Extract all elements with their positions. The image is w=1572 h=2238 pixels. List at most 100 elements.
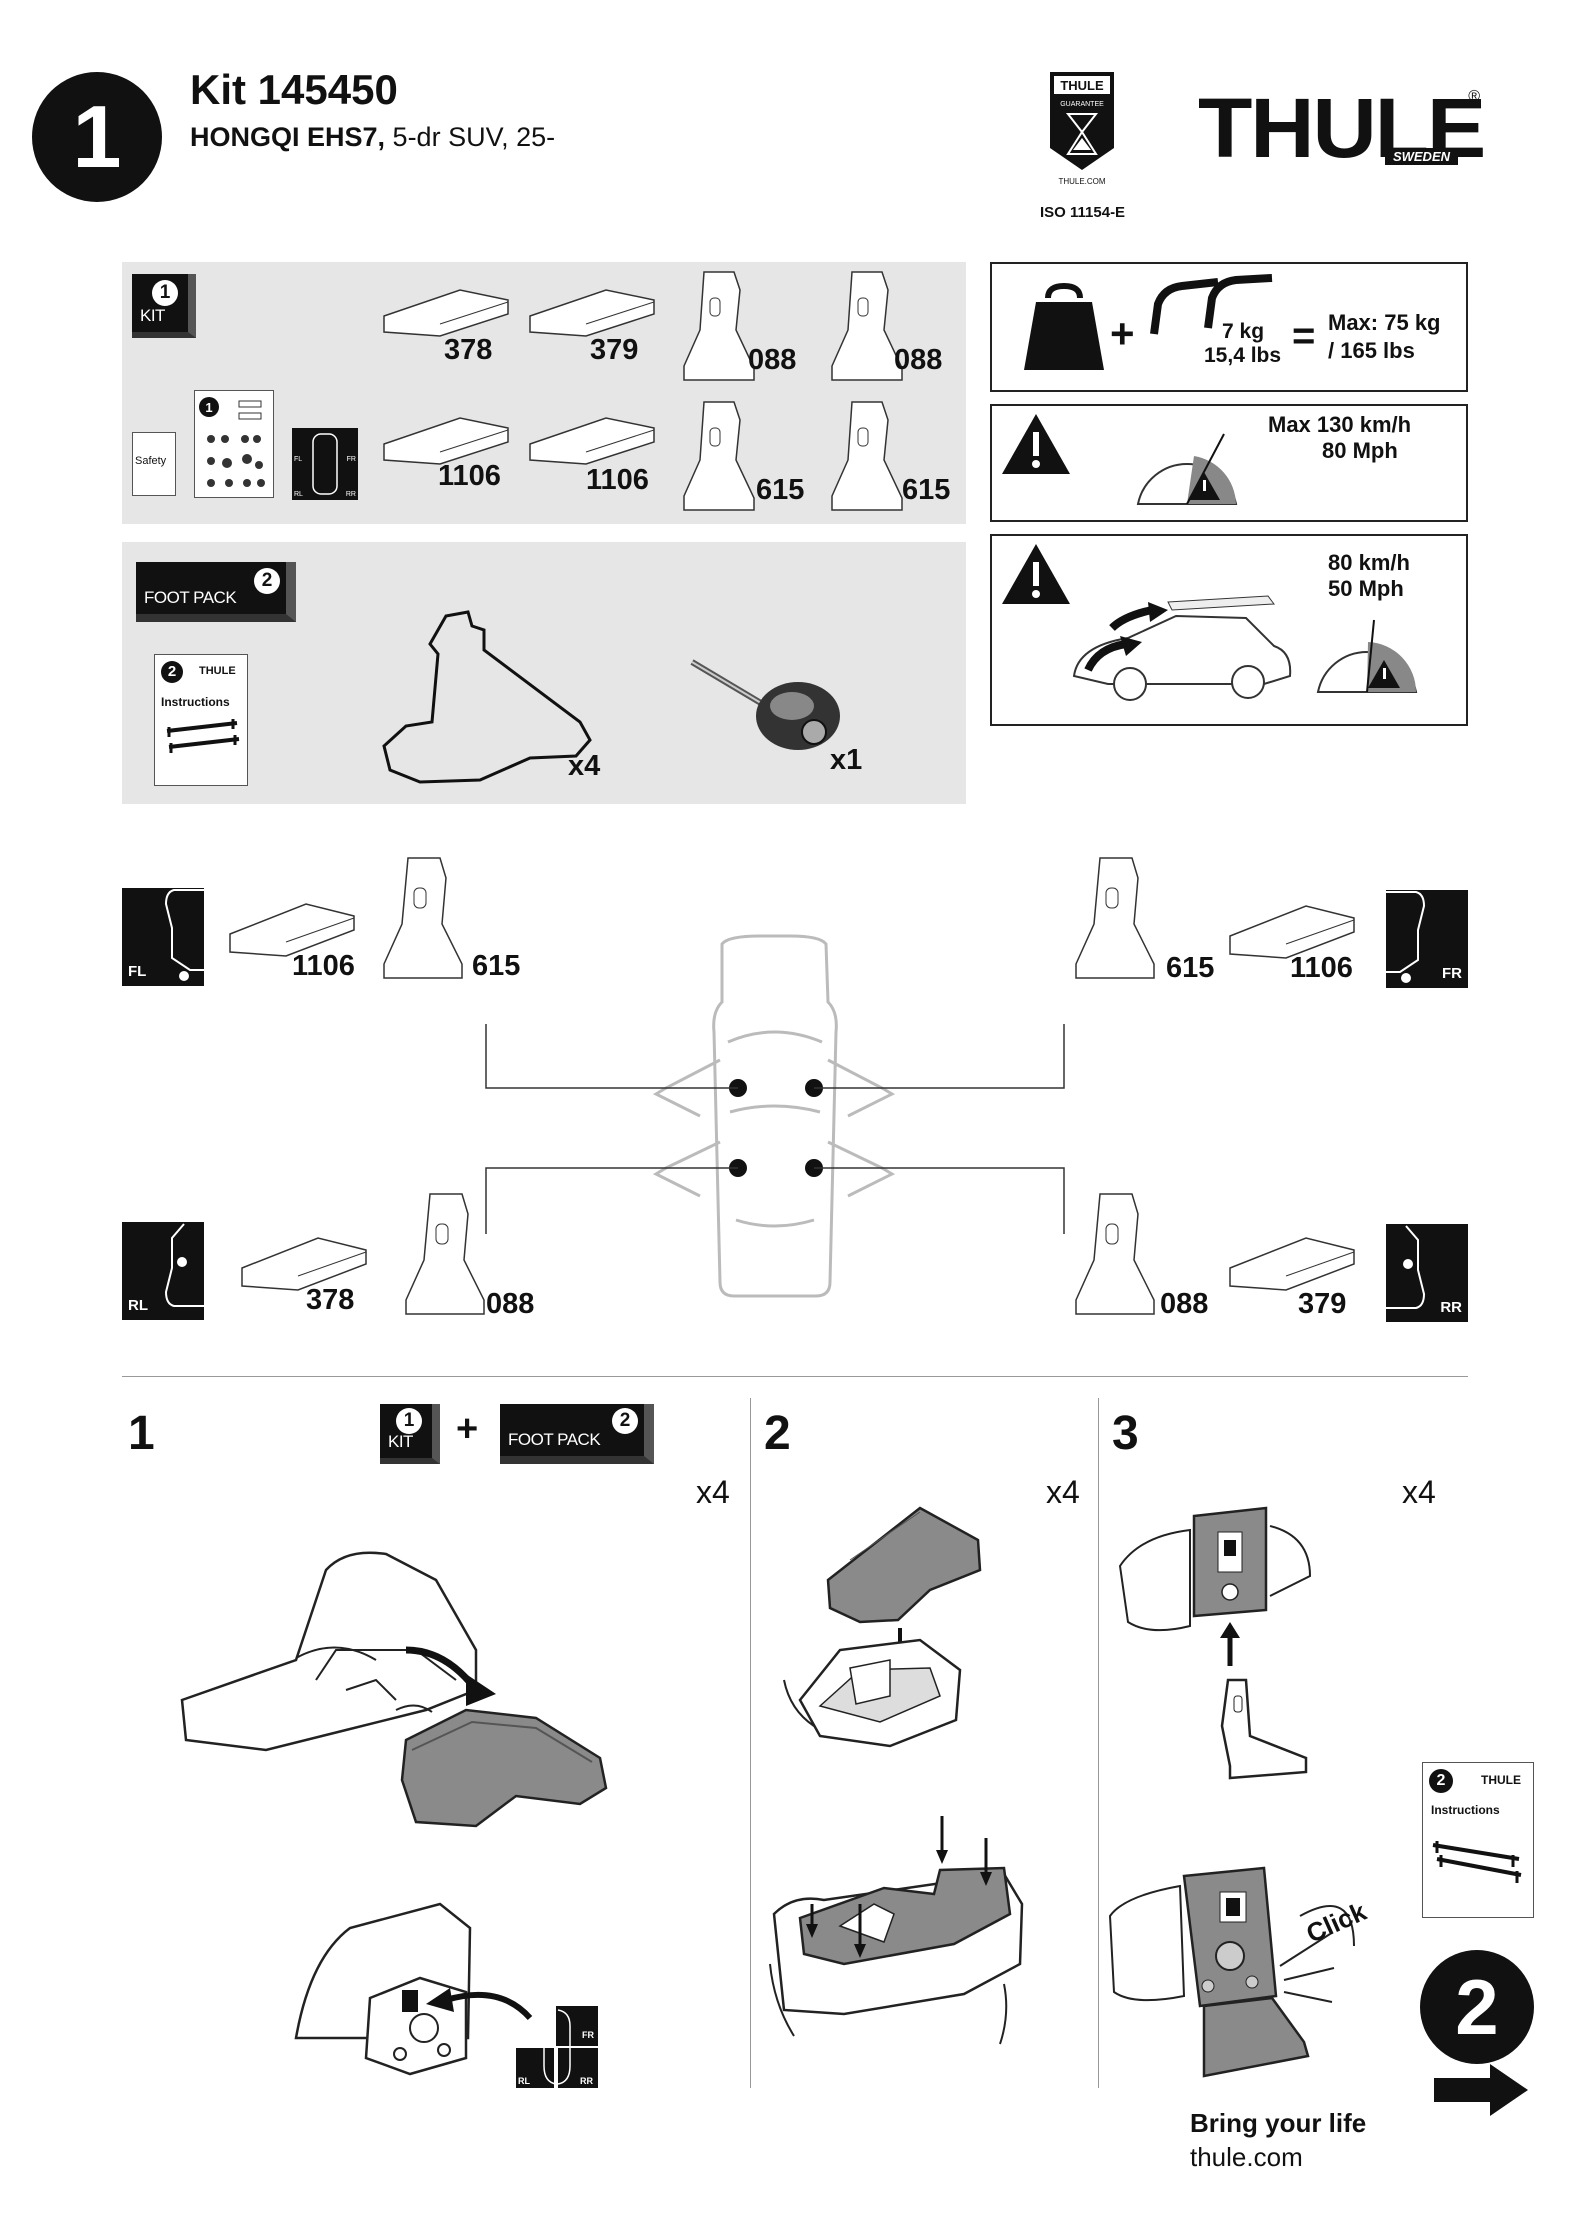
part-378: 378 (444, 334, 493, 366)
foot-pack-number: 2 (254, 568, 280, 594)
svg-text:THULE.COM: THULE.COM (1058, 177, 1105, 186)
foot-instr-label: Instructions (161, 695, 230, 709)
step-3-number: 3 (1112, 1407, 1139, 1460)
part-1106-b: 1106 (586, 464, 649, 496)
car-wash-gate-icon (1072, 595, 1292, 701)
part-088-a: 088 (748, 344, 797, 376)
position-fr-box: FR (1386, 890, 1468, 988)
position-rl-box: RL (122, 1222, 204, 1320)
next-arrow-icon[interactable] (1432, 2062, 1530, 2118)
step-2-pad-insert-illustration (783, 1506, 982, 1748)
rr-pad-number: 379 (1298, 1288, 1347, 1320)
safety-leaflet: Safety (132, 432, 176, 496)
part-1106-a: 1106 (438, 460, 501, 492)
step-1-position-map: FR RL RR (516, 2006, 598, 2088)
pad-1106-b-icon (529, 417, 655, 465)
instruction-sheet-icon: 1 (199, 397, 265, 487)
step-2-pad-seat-illustration (769, 1816, 1024, 2045)
pad-378-icon (383, 289, 509, 337)
car-top-icon (312, 433, 338, 495)
kit-instruction-sheet: 1 (194, 390, 274, 498)
foot-088-a-icon (683, 271, 755, 381)
vehicle-line: HONGQI EHS7, 5-dr SUV, 25- (190, 122, 555, 153)
gate-speed-kmh: 80 km/h (1328, 550, 1410, 575)
foot-fr-icon (1075, 857, 1155, 979)
next-instr-number: 2 (1429, 1769, 1453, 1793)
foot-rl-icon (405, 1193, 485, 1315)
foot-088-b-icon (831, 271, 903, 381)
foot-pack-label: FOOT PACK (144, 588, 237, 607)
rl-foot-number: 088 (486, 1288, 535, 1320)
foot-pack-panel: 2 FOOT PACK 2 THULE Instructions x4 x1 (122, 542, 966, 804)
bar-weight-lbs: 15,4 lbs (1204, 344, 1282, 367)
guarantee-seal: THULE GUARANTEE THULE.COM ISO 11154-E (1040, 70, 1125, 221)
car-rear-left-icon (164, 1223, 204, 1307)
step-1-kit-label: KIT (388, 1432, 413, 1451)
tool-qty: x1 (830, 744, 863, 776)
step-badge: 1 (32, 72, 162, 202)
speedometer-icon (1136, 433, 1238, 505)
position-fl-label: FL (128, 963, 147, 980)
kit-map-fl: FL (294, 456, 303, 463)
part-615-b: 615 (902, 474, 951, 506)
foot-pack-instructions: 2 THULE Instructions (154, 654, 248, 786)
kit-title: Kit 145450 (190, 66, 398, 113)
step-1-plus: + (456, 1408, 479, 1450)
kit-panel: 1 KIT Safety 1 FL FR RL RR 378 379 08 (122, 262, 966, 524)
car-rear-right-icon (1386, 1225, 1426, 1309)
safety-label: Safety (135, 455, 167, 467)
step-3-foot-attach-illustration (1118, 1506, 1312, 1780)
speedometer-icon (1316, 619, 1418, 693)
step-1-kit-number: 1 (396, 1408, 422, 1434)
fl-pad-number: 1106 (292, 950, 355, 982)
footer-site[interactable]: thule.com (1190, 2142, 1303, 2172)
car-corners-icon (543, 2009, 571, 2085)
pad-rr-icon (1229, 1237, 1355, 1291)
next-instr-brand: THULE (1481, 1773, 1521, 1787)
kit-map-rl: RL (294, 491, 303, 498)
iso-label: ISO 11154-E (1040, 204, 1126, 221)
step-badge-number: 1 (72, 87, 122, 186)
pad-fl-icon (229, 903, 355, 957)
step-1-map-rl: RL (518, 2076, 530, 2086)
roof-bars-icon (166, 719, 240, 753)
foot-fl-icon (383, 857, 463, 979)
logo-registered: ® (1468, 88, 1480, 105)
warning-icon (1002, 414, 1070, 474)
step-2-number: 2 (764, 1407, 791, 1460)
tool-key-icon (690, 659, 840, 750)
load-plus: + (1110, 310, 1135, 357)
step-1-pack-label: FOOT PACK (508, 1430, 601, 1449)
pad-379-icon (529, 289, 655, 337)
roof-bars-icon (1432, 1841, 1522, 1883)
svg-text:THULE: THULE (1060, 78, 1104, 93)
bar-weight: 7 kg (1222, 320, 1265, 343)
step-divider-2 (1098, 1398, 1099, 2088)
step-2-qty: x4 (1046, 1474, 1080, 1510)
foot-615-b-icon (831, 401, 903, 511)
section-divider (122, 1376, 1468, 1377)
next-instr-label: Instructions (1431, 1803, 1500, 1817)
step-3-foot-click-illustration (1108, 1866, 1355, 2078)
next-step-badge: 2 (1420, 1950, 1534, 2064)
logo-sub: SWEDEN (1384, 148, 1458, 165)
kit-map-fr: FR (346, 456, 356, 463)
foot-qty: x4 (568, 750, 601, 782)
kit-position-map: FL FR RL RR (292, 428, 358, 500)
foot-pack-box: 2 FOOT PACK (136, 562, 296, 622)
part-615-a: 615 (756, 474, 805, 506)
thule-logo: THULE SWEDEN ® (1198, 86, 1486, 170)
rr-foot-number: 088 (1160, 1288, 1209, 1320)
weight-icon (1024, 282, 1104, 370)
foot-rr-icon (1075, 1193, 1155, 1315)
kit-box-number: 1 (152, 280, 178, 306)
vehicle-details: 5-dr SUV, 25- (385, 122, 556, 152)
step-divider-1 (750, 1398, 751, 2088)
gate-speed-mph: 50 Mph (1328, 576, 1404, 601)
part-379: 379 (590, 334, 639, 366)
position-rr-box: RR (1386, 1224, 1468, 1322)
load-equals: = (1292, 314, 1316, 358)
car-front-right-icon (1386, 891, 1426, 983)
pad-1106-a-icon (383, 417, 509, 465)
step-1-qty: x4 (696, 1474, 730, 1510)
